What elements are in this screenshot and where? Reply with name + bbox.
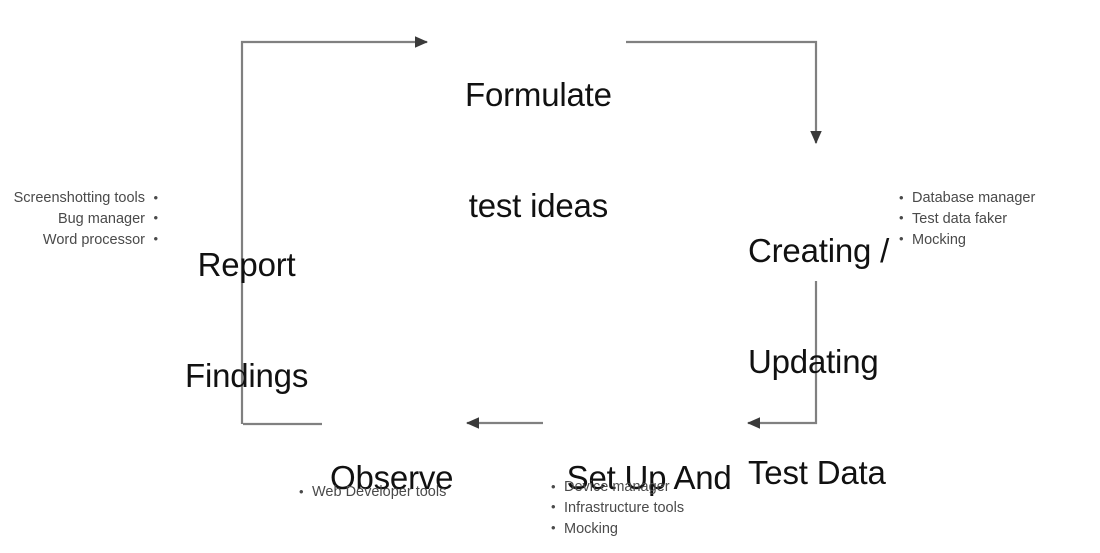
node-line: Findings [185,357,309,394]
tool-list-item: Web Developer tools [299,482,446,503]
tool-list-item: Mocking [551,518,684,540]
tool-list-item: Mocking [899,229,1035,251]
tool-list-item: Infrastructure tools [551,497,684,519]
node-observe-results: Observe Results [330,385,454,553]
edge-report-to-formulate [240,36,429,424]
tool-list-report-findings: Screenshotting tools Bug manager Word pr… [0,188,158,250]
node-line: Test Data [748,454,886,491]
node-line: test ideas [468,187,608,224]
node-line: Formulate [465,76,612,113]
tool-list-set-up-and-execute-tests: Device manager Infrastructure tools Mock… [551,477,684,539]
edge-creating-to-setup [746,281,818,429]
node-line: Report [197,246,296,283]
tool-list-observe-results: Web Developer tools [299,482,446,503]
tool-list-item: Test data faker [899,208,1035,230]
tool-list-item: Screenshotting tools [0,188,158,209]
node-formulate-test-ideas: Formulate test ideas [465,2,612,298]
tool-list-item: Bug manager [0,208,158,230]
tool-list-item: Word processor [0,229,158,251]
tool-list-item: Device manager [551,477,684,498]
node-report-findings: Report Findings [185,172,308,468]
edge-formulate-to-creating [626,40,822,145]
node-creating-updating-test-data: Creating / Updating Test Data [748,158,889,553]
tool-list-item: Database manager [899,188,1035,209]
tool-list-creating-updating-test-data: Database manager Test data faker Mocking [899,188,1035,250]
node-line: Creating / [748,232,890,269]
node-line: Updating [748,343,879,380]
